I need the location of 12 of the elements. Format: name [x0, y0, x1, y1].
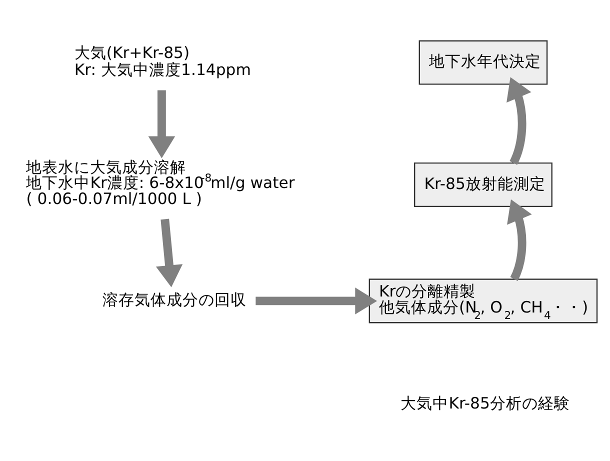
arrow	[148, 90, 176, 158]
arrow	[506, 77, 532, 165]
arrow	[507, 199, 532, 281]
node-text: 地表水に大気成分溶解 地下水中Kr濃度: 6-8x10$^{-8}$ml/g water ( 0.06-0.07ml/1000 L )	[26, 158, 295, 208]
arrow	[256, 288, 378, 314]
arrow	[156, 218, 183, 288]
node-box: Kr-85放射能測定	[414, 162, 552, 208]
node-text: 大気(Kr+Kr-85) Kr: 大気中濃度1.14ppm	[74, 43, 251, 80]
node-box: 地下水年代決定	[418, 40, 548, 85]
node-box: Krの分離精製 他気体成分(N$_{2}$, O$_{2}$, CH$_{4}$・・)	[368, 278, 598, 324]
label: 大気中Kr-85分析の経験	[400, 394, 570, 413]
node-text: 溶存気体成分の回収	[102, 290, 247, 310]
